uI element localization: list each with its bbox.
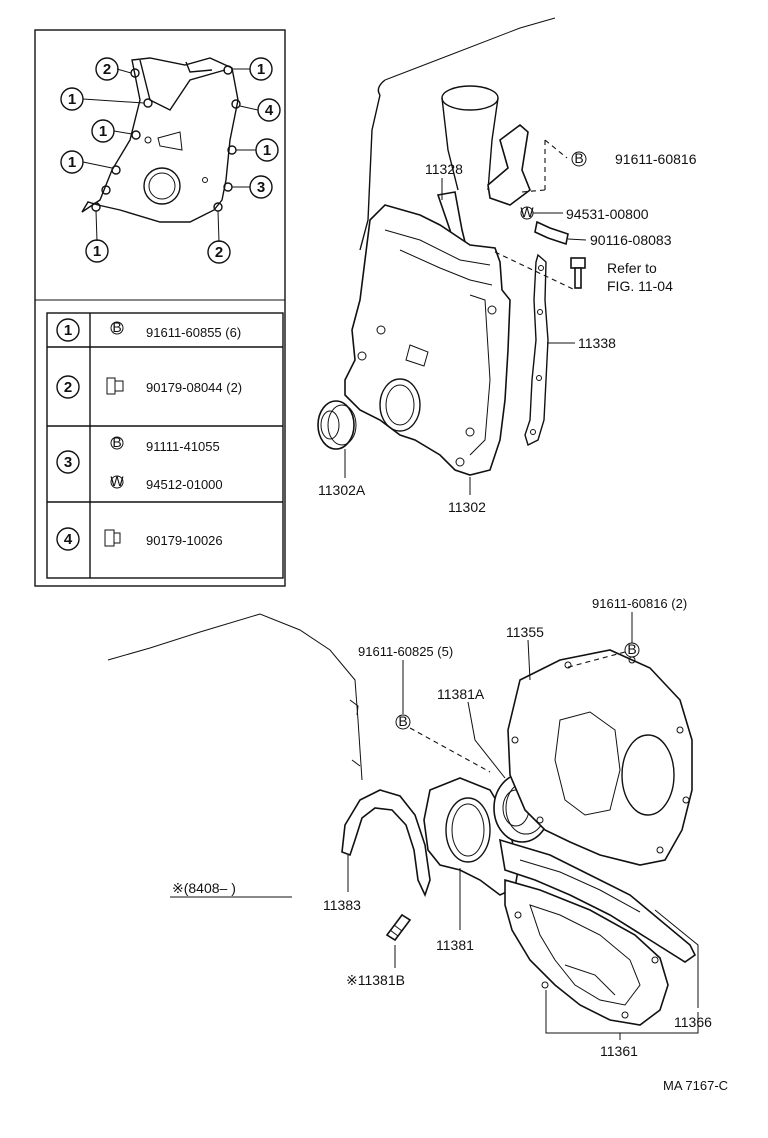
label-refer-to: Refer to bbox=[607, 260, 657, 276]
label-11366: 11366 bbox=[674, 1014, 712, 1030]
w-washer-icon-letter: W bbox=[520, 204, 534, 220]
label-94531-00800: 94531-00800 bbox=[566, 206, 649, 222]
b-washer-icon bbox=[571, 151, 587, 167]
label-11355: 11355 bbox=[506, 624, 544, 640]
legend-num: 1 bbox=[64, 322, 72, 339]
sensor-stud bbox=[534, 220, 587, 246]
label-11302: 11302 bbox=[448, 499, 486, 515]
w-washer-icon-letter: W bbox=[110, 473, 124, 489]
part-11338-gasket bbox=[524, 253, 549, 446]
inset-callout: 1 bbox=[263, 142, 271, 159]
b-washer-icon-letter: B bbox=[398, 713, 407, 729]
diagram-code: MA 7167-C bbox=[663, 1078, 728, 1093]
part-11361-lower-cover bbox=[504, 878, 669, 1026]
legend-num: 4 bbox=[64, 531, 73, 548]
b-washer-icon-letter: B bbox=[112, 319, 121, 335]
label-11383: 11383 bbox=[323, 897, 361, 913]
label-91611-60816-2: 91611-60816 (2) bbox=[592, 596, 687, 611]
label-fig-11-04: FIG. 11-04 bbox=[607, 278, 673, 294]
part-11355-end-plate bbox=[507, 649, 693, 866]
label-11328: 11328 bbox=[425, 161, 463, 177]
oil-filler bbox=[441, 85, 499, 191]
label-date-note: ※(8408– ) bbox=[172, 880, 236, 896]
flange-bolt-icon bbox=[106, 377, 124, 395]
b-washer-icon bbox=[110, 436, 124, 450]
inset-callout: 1 bbox=[68, 154, 76, 171]
b-washer-icon bbox=[395, 714, 411, 730]
legend-table: 1 B 91611-60855 (6) 2 90179-08044 (2) 3 … bbox=[46, 312, 284, 579]
upper-assembly: B 91611-60816 W 94531-00800 90116-08083 … bbox=[317, 17, 697, 515]
refer-bolt bbox=[570, 257, 586, 289]
legend-part: 90179-10026 bbox=[146, 533, 223, 548]
inset-callout: 2 bbox=[215, 244, 223, 261]
label-11302A: 11302A bbox=[318, 482, 366, 498]
label-91611-60825-5: 91611-60825 (5) bbox=[358, 644, 453, 659]
label-91611-60816: 91611-60816 bbox=[615, 151, 697, 167]
label-11338: 11338 bbox=[578, 335, 616, 351]
inset-cover-drawing bbox=[81, 57, 241, 223]
b-washer-icon bbox=[110, 321, 124, 335]
part-11381B-stud bbox=[385, 913, 412, 942]
inset-border bbox=[34, 29, 286, 587]
part-11366-dust-seal-plate bbox=[498, 838, 697, 963]
bracket-upper bbox=[487, 123, 531, 206]
part-11302A-oil-seal bbox=[317, 400, 357, 450]
inset-callout: 2 bbox=[103, 61, 111, 78]
inset-callout: 1 bbox=[99, 123, 107, 140]
inset-callout: 3 bbox=[257, 179, 265, 196]
engine-block-outline bbox=[384, 17, 556, 81]
w-washer-icon bbox=[110, 475, 124, 489]
inset-callout: 1 bbox=[257, 61, 265, 78]
label-11381A: 11381A bbox=[437, 686, 485, 702]
part-11383-retainer-gasket bbox=[341, 789, 431, 898]
inset-callout: 1 bbox=[68, 91, 76, 108]
lower-assembly: B B 91611-60816 (2) 11355 91611-60825 (5… bbox=[107, 596, 712, 1059]
label-11381: 11381 bbox=[436, 937, 474, 953]
label-90116-08083: 90116-08083 bbox=[590, 232, 672, 248]
b-washer-icon-letter: B bbox=[112, 434, 121, 450]
legend-num: 3 bbox=[64, 454, 72, 471]
legend-part: 91611-60855 (6) bbox=[146, 325, 241, 340]
nut-icon bbox=[104, 529, 121, 547]
legend-part: 90179-08044 (2) bbox=[146, 380, 242, 395]
legend-num: 2 bbox=[64, 379, 72, 396]
legend-part: 94512-01000 bbox=[146, 477, 223, 492]
inset-callout: 4 bbox=[265, 102, 274, 119]
b-washer-icon-letter: B bbox=[574, 150, 583, 166]
engine-block-outline-lower bbox=[107, 613, 363, 781]
label-11361: 11361 bbox=[600, 1043, 638, 1059]
inset-callouts: 2 1 1 1 1 1 2 1 4 bbox=[60, 57, 281, 264]
inset-callout: 1 bbox=[93, 243, 101, 260]
b-washer-icon-letter: B bbox=[627, 641, 636, 657]
legend-part: 91111-41055 bbox=[146, 439, 220, 454]
label-11381B: ※11381B bbox=[346, 972, 405, 988]
inset-panel: 2 1 1 1 1 1 2 1 4 bbox=[34, 29, 286, 587]
